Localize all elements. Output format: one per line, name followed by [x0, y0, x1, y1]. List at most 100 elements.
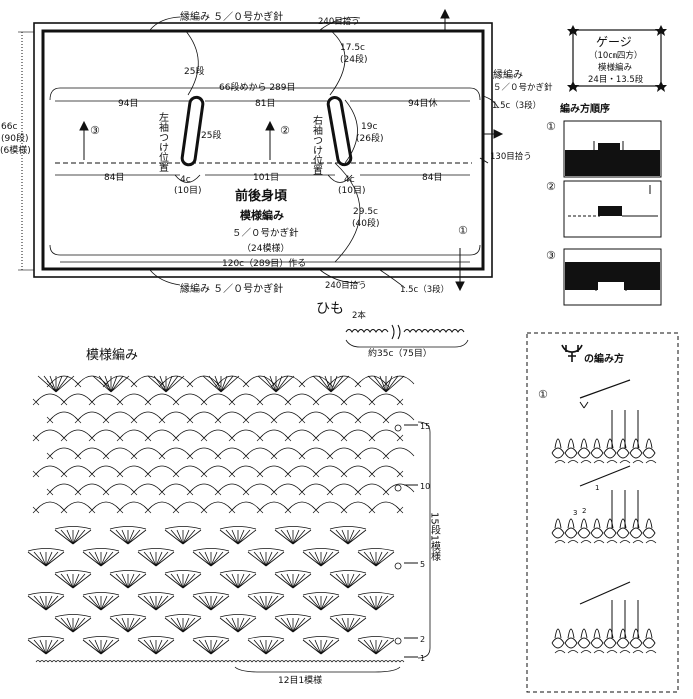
howto-step: ①	[538, 388, 548, 401]
pick-240-bottom: 240目拾う	[325, 280, 367, 291]
row-edge-loop-2	[394, 562, 402, 570]
shell-top-chain	[247, 592, 285, 596]
shell-top-chain	[357, 548, 395, 552]
lower-seam-curve	[49, 244, 481, 256]
shell-top-chain	[192, 592, 230, 596]
rows-6pat: (6模様)	[0, 144, 31, 156]
body-inner-border	[41, 29, 485, 271]
circle-1: ①	[458, 224, 468, 237]
shell-stitch	[82, 595, 120, 611]
row-number-markers: 15 10 5 2 1	[404, 422, 430, 663]
chain-link	[645, 540, 657, 544]
single-crochet-x	[382, 452, 390, 460]
single-crochet-x	[60, 470, 68, 478]
gauge-frame	[572, 29, 662, 87]
bracket-175c	[329, 29, 346, 96]
single-crochet-x	[396, 506, 404, 514]
single-crochet-x	[32, 506, 40, 514]
single-crochet-x	[116, 398, 124, 406]
shell-top-chain	[329, 614, 367, 618]
repeat-bracket	[417, 421, 431, 659]
body-title: 前後身頃	[235, 188, 288, 204]
howto-box: の編み方 ① 1 2 3	[526, 332, 679, 693]
single-crochet-x	[326, 488, 334, 496]
shell-top-chain	[329, 570, 367, 574]
rows-26: (26段)	[356, 132, 383, 144]
single-crochet-x	[102, 416, 110, 424]
edge-top-label: 縁編み ５／０号かぎ針	[180, 10, 283, 23]
loop-base	[629, 637, 643, 649]
shell-top-chain	[82, 636, 120, 640]
shell-stitch	[109, 617, 147, 633]
chain-arch	[35, 501, 401, 511]
single-crochet-x	[158, 488, 166, 496]
gauge-size: （10㎝四方）	[589, 50, 642, 61]
single-crochet-x	[340, 470, 348, 478]
st94-left: 94目	[118, 98, 138, 109]
single-crochet-x	[340, 506, 348, 514]
single-crochet-x	[172, 434, 180, 442]
body-pattern: 模様編み	[240, 208, 284, 222]
left-sleeve-label: 左袖つけ位置	[157, 111, 169, 172]
chain-arch	[49, 447, 415, 457]
shell-top-chain	[164, 614, 202, 618]
single-crochet-x	[172, 506, 180, 514]
shell-top-chain	[274, 526, 312, 530]
single-crochet-x	[368, 398, 376, 406]
circle-2: ②	[280, 124, 290, 137]
shell-stitch	[54, 617, 92, 633]
single-crochet-x	[130, 452, 138, 460]
shell-stitch	[357, 639, 395, 655]
loop-base	[590, 637, 604, 649]
single-crochet-x	[298, 380, 306, 388]
chain-link	[580, 460, 592, 464]
single-crochet-x	[312, 506, 320, 514]
bracket-19c	[344, 99, 358, 164]
shell-stitch	[274, 573, 312, 589]
loop-base	[642, 447, 656, 459]
loop-post	[645, 518, 653, 529]
single-crochet-x	[144, 398, 152, 406]
shell-top-chain	[82, 592, 120, 596]
single-crochet-x	[186, 380, 194, 388]
single-crochet-x	[396, 434, 404, 442]
st94-rest: 94目休	[408, 97, 437, 109]
single-crochet-x	[256, 506, 264, 514]
single-crochet-x	[312, 434, 320, 442]
shell-stitch	[302, 595, 340, 611]
shell-stitch	[192, 551, 230, 567]
order-step-1: ①	[546, 120, 556, 133]
shell-stitch	[54, 529, 92, 545]
shell-top-chain	[109, 570, 147, 574]
single-crochet-x	[354, 452, 362, 460]
single-crochet-x	[130, 416, 138, 424]
shell-top-chain	[164, 526, 202, 530]
shell-stitch	[164, 617, 202, 633]
shell-top-chain	[109, 526, 147, 530]
shell-top-chain	[302, 548, 340, 552]
single-crochet-x	[74, 452, 82, 460]
top-shell	[367, 375, 405, 393]
order-title: 編み方順序	[560, 102, 610, 115]
loop-post	[580, 438, 588, 449]
edge-right-label: 縁編み	[493, 68, 523, 81]
bottom-bracket	[234, 666, 401, 673]
foundation-chain	[35, 660, 405, 663]
bracket-15-right	[482, 95, 499, 109]
loop-base	[616, 637, 630, 649]
upper-seam-curve	[49, 87, 481, 101]
single-crochet-x	[60, 398, 68, 406]
width-label: 120c（289目）作る	[222, 257, 306, 269]
edge15-right: 1.5c（3段）	[492, 100, 541, 111]
single-crochet-x	[298, 416, 306, 424]
row-edge-loop-3	[394, 637, 402, 645]
len-4c-right: 4c	[344, 175, 355, 185]
single-crochet-x	[326, 380, 334, 388]
loop-post	[645, 438, 653, 449]
string-bracket	[345, 339, 469, 348]
chain-link	[593, 650, 605, 654]
shell-top-chain	[247, 636, 285, 640]
single-crochet-x	[256, 398, 264, 406]
shell-stitch	[137, 595, 175, 611]
shell-stitch	[274, 529, 312, 545]
